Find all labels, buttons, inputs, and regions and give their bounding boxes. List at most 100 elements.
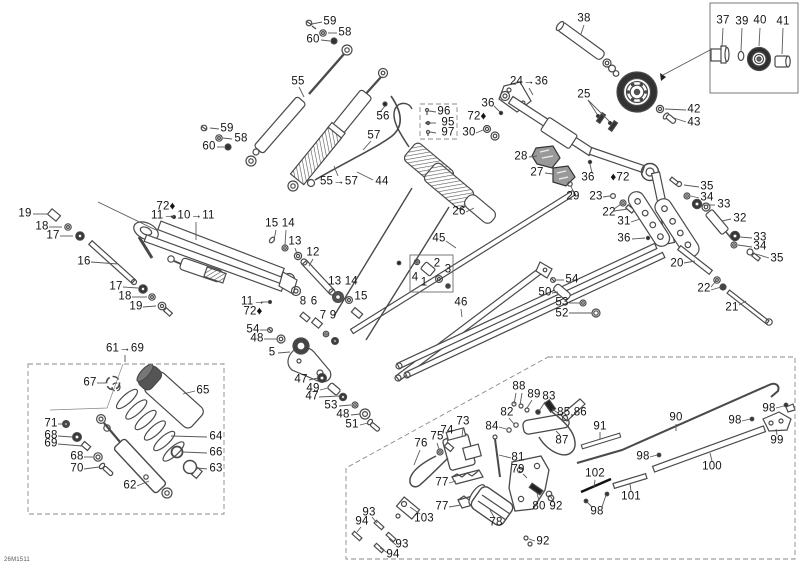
leader-line [587,99,610,122]
idler-wheel [555,20,666,113]
leader-line [508,417,515,425]
leader-line [57,435,73,438]
leader-line [690,195,700,199]
leader-line [522,473,528,479]
leader-line [171,215,175,218]
leader-line [356,526,362,533]
leader-line [475,129,484,134]
leader-line [465,207,475,213]
brake-rods [576,382,796,504]
leader-line [721,27,724,48]
leader-line [461,427,464,438]
leader-line [513,392,517,405]
leader-line [587,99,598,115]
leader-line [429,131,437,134]
leader-line [371,516,378,524]
axle-kit-box [409,254,454,293]
leader-line [758,27,761,47]
leader-line [630,218,641,223]
leader-line [445,240,457,249]
leader-line [308,377,319,381]
leader-line [738,300,747,306]
leader-line [570,185,574,192]
leader-line [308,258,314,267]
rocker-linkage [627,176,773,326]
leader-line [580,24,585,35]
leader-line [631,237,646,240]
leader-line [320,39,331,42]
leader-line [601,494,607,508]
leader-line [709,452,713,462]
leader-line [196,467,208,470]
leader-line [662,49,711,76]
leader-line [318,395,340,398]
adjuster-cams [482,124,636,214]
leader-line [683,260,696,264]
leader-line [460,308,463,318]
leader-line [170,435,208,438]
leader-line [555,430,561,436]
leader-line [740,27,743,52]
leader-line [413,449,421,466]
leader-line [294,247,298,255]
wheel-kit-box [709,2,799,94]
leader-line [448,480,457,484]
leader-line [359,422,369,426]
leader-line [649,454,658,458]
leader-line [528,538,536,542]
leader-line [683,184,700,188]
leader-line [737,244,753,248]
leader-line [436,442,440,450]
wheel-kit-parts [655,45,791,124]
leader-line [298,86,305,98]
leader-line [97,201,157,231]
gas-shock-55 [245,44,353,167]
shock-kit-box [27,363,225,515]
leader-line [90,261,119,265]
leader-line [362,140,372,151]
leader-line [613,208,629,212]
leader-line [333,165,339,177]
leader-line [284,229,287,246]
leader-line [136,480,150,487]
front-arm-assembly [133,220,302,297]
leader-line [526,399,533,409]
leader-line [122,286,139,289]
leader-line [428,110,437,113]
leader-line [277,351,291,354]
leader-line [586,501,593,508]
leader-line [142,305,157,308]
leader-line [673,117,687,123]
leader-line [775,405,785,409]
leader-line [589,163,593,174]
leader-line [755,253,770,259]
rear-arm-assembly [395,81,676,379]
leader-line [83,466,100,470]
leader-line [498,426,507,430]
leader-line [710,280,717,288]
leader-line [409,506,421,515]
screw-kit-box [419,103,458,140]
leader-line [629,483,632,492]
leader-line [273,229,277,241]
leader-line [664,108,687,111]
leader-line [550,496,555,503]
leader-line [613,203,622,210]
small-kits [396,107,451,289]
leader-line [182,451,208,454]
leader-line [528,155,538,158]
stopper-link-50 [549,277,601,318]
leader-line [551,291,559,294]
leader-line [493,105,501,113]
leader-line [739,236,753,239]
leader-line [338,404,352,407]
bell-crank-5 [267,291,381,432]
slider-rails [349,189,577,382]
leader-line [775,428,778,436]
leader-line [222,137,233,140]
leader-line [356,171,374,181]
leader-line [721,218,732,222]
shock-fasteners [200,19,338,151]
